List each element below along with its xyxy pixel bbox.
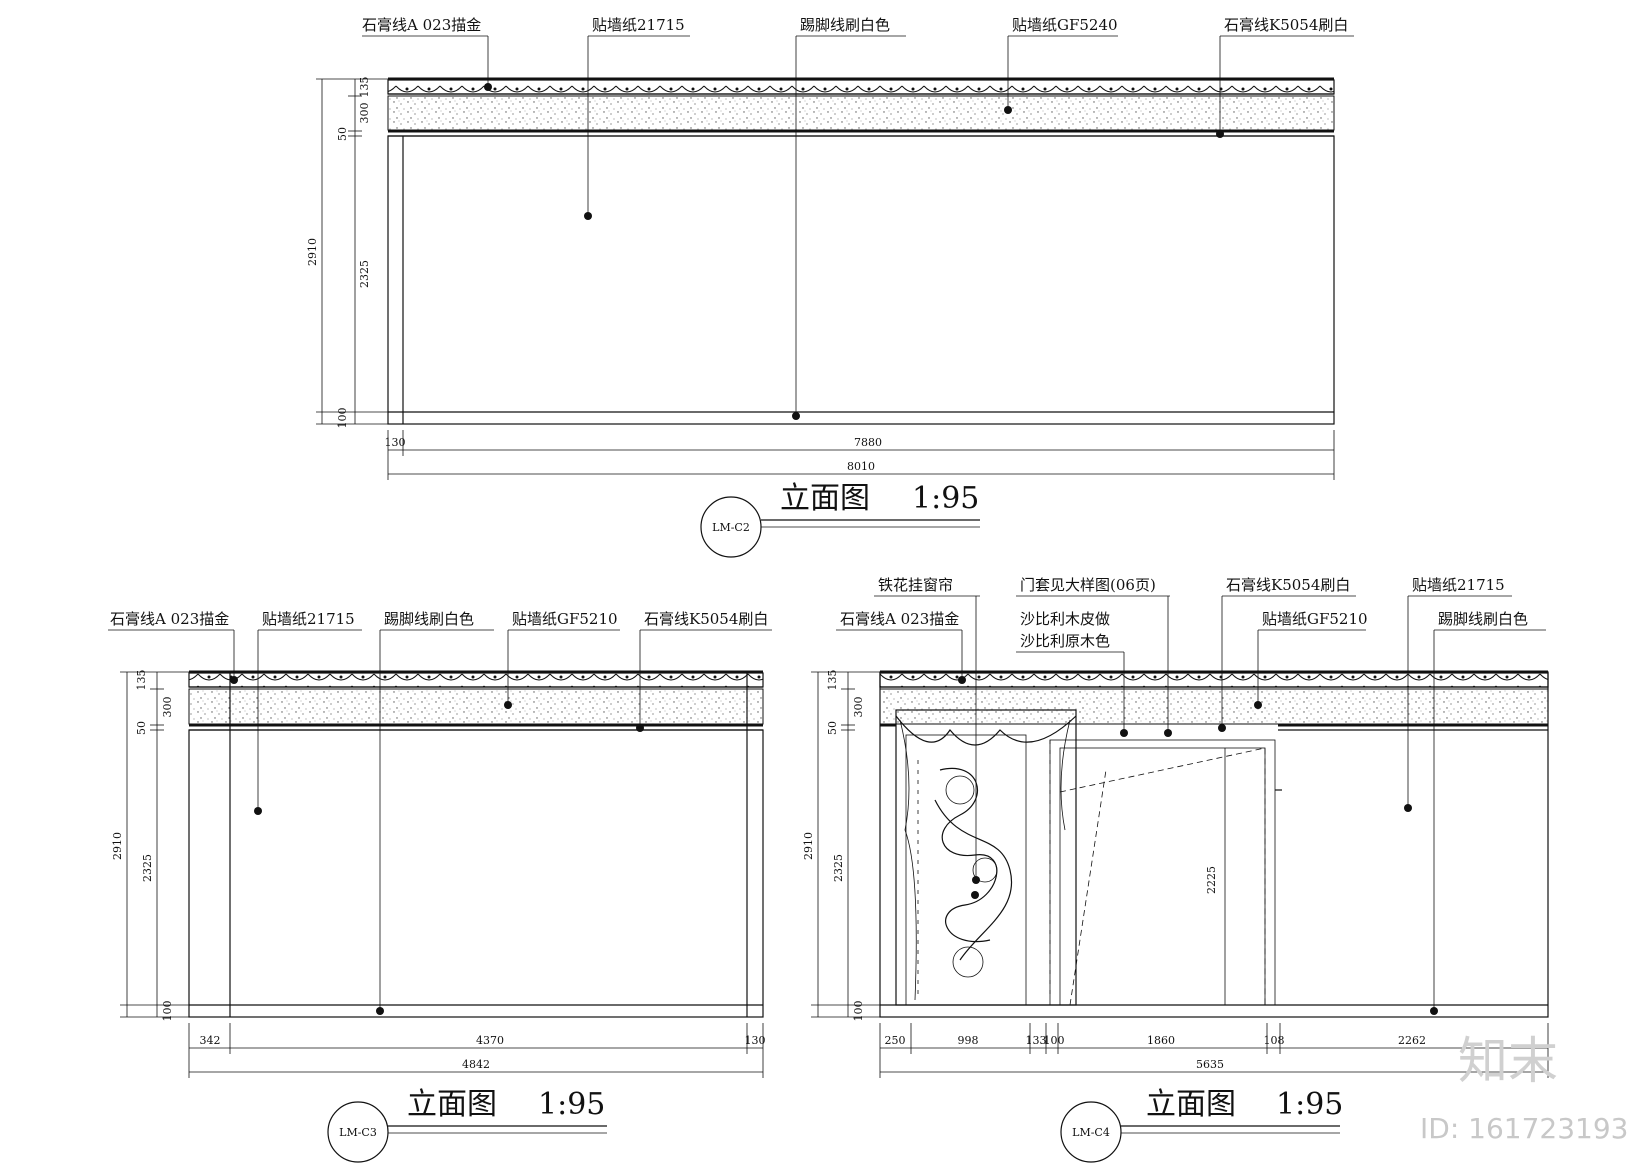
dim-v-0: 135: [826, 670, 839, 691]
dim-horizontal: 342 4370 130 4842: [188, 1023, 766, 1078]
callouts-c3: 石膏线A 023描金 贴墙纸21715 踢脚线刷白色 贴墙纸GF5210 石膏线…: [108, 610, 772, 1015]
dim-v-1: 300: [358, 103, 371, 124]
view-tag: LM-C2: [712, 521, 750, 534]
label-sapele-natural: 沙比利原木色: [1020, 632, 1110, 650]
frieze-wallpaper: [387, 95, 1335, 131]
dim-h-3: 100: [1044, 1034, 1065, 1047]
dim-h-2: 8010: [847, 460, 875, 473]
label-plaster-white: 石膏线K5054刷白: [644, 610, 768, 628]
label-sapele-veneer: 沙比利木皮做: [1020, 610, 1110, 628]
dim-h-1: 4370: [476, 1034, 504, 1047]
title-block-c3: LM-C3 立面图 1:95: [327, 1087, 607, 1163]
iron-curtain-window: [895, 709, 1077, 1006]
dim-h-0: 342: [200, 1034, 221, 1047]
dim-h-5: 108: [1264, 1034, 1285, 1047]
dim-h-4: 1860: [1147, 1034, 1175, 1047]
dim-h-7: 5635: [1196, 1058, 1224, 1071]
view-title: 立面图: [407, 1087, 497, 1122]
dim-h-1: 7880: [854, 436, 882, 449]
label-plaster-white: 石膏线K5054刷白: [1224, 16, 1348, 34]
elevation-c2: 135 300 50 2325 100 2910 130 7880 8010 石…: [306, 16, 1354, 558]
watermark-id: ID: 161723193: [1420, 1112, 1628, 1145]
dim-h-2: 133: [1026, 1034, 1047, 1047]
watermark: 知末 ID: 161723193: [1420, 1032, 1628, 1145]
label-skirting-white: 踢脚线刷白色: [384, 610, 474, 628]
dim-v-2: 50: [826, 721, 839, 735]
callouts-c2: 石膏线A 023描金 贴墙纸21715 踢脚线刷白色 贴墙纸GF5240 石膏线…: [362, 16, 1354, 420]
view-scale: 1:95: [912, 481, 979, 516]
cornice-band: [188, 672, 764, 688]
wall-panel: [387, 135, 1335, 425]
dim-h-0: 130: [385, 436, 406, 449]
title-block-c2: LM-C2 立面图 1:95: [700, 481, 980, 558]
elevation-c4: 2225 135 300 50 2325 100 2910: [802, 576, 1549, 1163]
wall-panel: [879, 671, 1549, 1018]
label-door-detail: 门套见大样图(06页): [1020, 576, 1156, 594]
label-skirting-white: 踢脚线刷白色: [800, 16, 890, 34]
label-wallpaper-gf: 贴墙纸GF5210: [1262, 610, 1368, 628]
watermark-brand: 知末: [1458, 1032, 1558, 1090]
dim-v-3: 2325: [141, 854, 154, 882]
view-tag: LM-C4: [1072, 1126, 1110, 1139]
dim-v-0: 135: [135, 670, 148, 691]
wall-panel: [188, 729, 764, 1018]
label-skirting-white: 踢脚线刷白色: [1438, 610, 1528, 628]
dim-v-4: 100: [336, 408, 349, 429]
label-wallpaper-gf: 贴墙纸GF5210: [512, 610, 618, 628]
label-plaster-gold: 石膏线A 023描金: [362, 16, 481, 34]
dim-horizontal: 130 7880 8010: [385, 430, 1335, 480]
dim-v-3: 2325: [832, 854, 845, 882]
dim-vertical: 135 300 50 2325 100 2910: [802, 670, 880, 1022]
view-tag-circle: [327, 1101, 389, 1163]
view-scale: 1:95: [538, 1087, 605, 1122]
dim-v-0: 135: [358, 77, 371, 98]
view-title: 立面图: [780, 481, 870, 516]
elevation-c3: 135 300 50 2325 100 2910 342 4370 130 48…: [108, 610, 772, 1163]
label-wallpaper-21715: 贴墙纸21715: [262, 610, 355, 628]
view-title: 立面图: [1146, 1087, 1236, 1122]
dim-v-5: 2910: [802, 832, 815, 860]
door-frame: 2225: [1049, 739, 1282, 1006]
dim-v-1: 300: [161, 697, 174, 718]
label-wallpaper-21715: 贴墙纸21715: [592, 16, 685, 34]
dim-h-2: 130: [745, 1034, 766, 1047]
dim-v-4: 100: [852, 1001, 865, 1022]
label-wallpaper-gf: 贴墙纸GF5240: [1012, 16, 1118, 34]
frieze-wallpaper: [879, 688, 1549, 725]
view-scale: 1:95: [1276, 1087, 1343, 1122]
view-tag: LM-C3: [339, 1126, 377, 1139]
dim-v-2: 50: [336, 127, 349, 141]
label-plaster-gold: 石膏线A 023描金: [110, 610, 229, 628]
label-plaster-white: 石膏线K5054刷白: [1226, 576, 1350, 594]
dim-h-1: 998: [958, 1034, 979, 1047]
cornice-band: [387, 79, 1335, 95]
dim-v-5: 2910: [111, 832, 124, 860]
frieze-wallpaper: [188, 688, 764, 725]
dim-vertical: 135 300 50 2325 100 2910: [111, 670, 189, 1022]
dim-h-3: 4842: [462, 1058, 490, 1071]
label-plaster-gold: 石膏线A 023描金: [840, 610, 959, 628]
dim-h-6: 2262: [1398, 1034, 1426, 1047]
title-block-c4: LM-C4 立面图 1:95: [1060, 1087, 1343, 1163]
dim-h-0: 250: [885, 1034, 906, 1047]
dim-v-1: 300: [852, 697, 865, 718]
view-tag-circle: [1060, 1101, 1122, 1163]
valance: [895, 715, 1077, 746]
dim-vertical: 135 300 50 2325 100 2910: [306, 77, 388, 429]
cornice-band: [879, 672, 1549, 688]
dim-v-3: 2325: [358, 260, 371, 288]
dim-horizontal: 250 998 133 100 1860 108 2262 5635: [879, 1023, 1549, 1078]
dim-v-4: 100: [161, 1001, 174, 1022]
door-height-dim: 2225: [1205, 866, 1218, 894]
label-wallpaper-21715: 贴墙纸21715: [1412, 576, 1505, 594]
dim-v-5: 2910: [306, 238, 319, 266]
dim-v-2: 50: [135, 721, 148, 735]
label-iron-curtain: 铁花挂窗帘: [878, 576, 953, 594]
callouts-c4: 铁花挂窗帘 门套见大样图(06页) 石膏线K5054刷白 贴墙纸21715 石膏…: [836, 576, 1546, 1015]
